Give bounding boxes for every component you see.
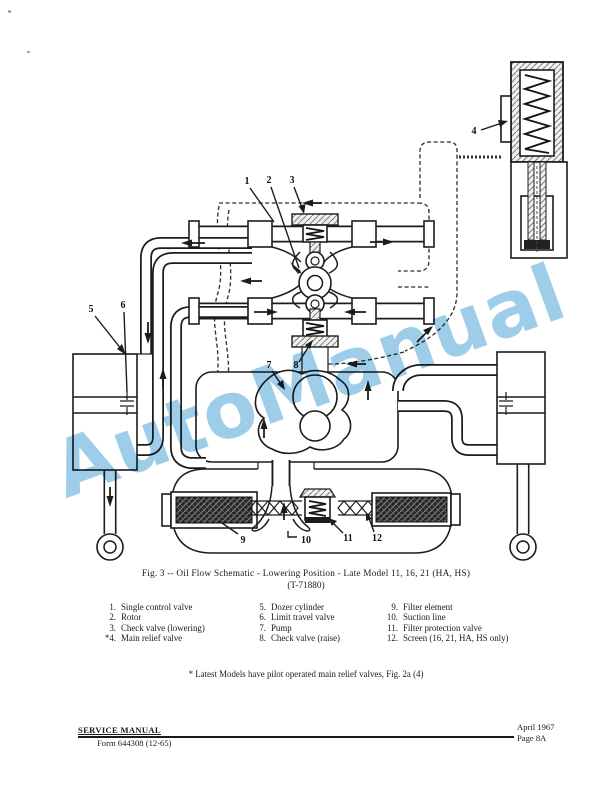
callout-8: 8 <box>294 360 299 371</box>
scan-speck <box>27 51 30 53</box>
callouts: 1 2 3 4 5 6 7 8 9 10 11 12 <box>89 120 508 546</box>
rod-eye <box>509 533 537 561</box>
legend-item: 12.Screen (16, 21, HA, HS only) <box>386 632 509 643</box>
legend-column-2: 5.Dozer cylinder 6.Limit travel valve 7.… <box>250 602 340 643</box>
pump <box>254 369 352 455</box>
legend-item: 2.Rotor <box>109 612 142 623</box>
callout-3: 3 <box>290 175 295 186</box>
callout-10: 10 <box>301 535 311 546</box>
legend-item: 6.Limit travel valve <box>259 612 335 623</box>
check-valve-raise <box>291 308 339 372</box>
callout-6: 6 <box>121 300 126 311</box>
legend-item: 10.Suction line <box>386 612 446 623</box>
footer-page-number: Page 8A <box>517 733 547 743</box>
legend-column-1: 1.Single control valve 2.Rotor 3.Check v… <box>86 602 205 643</box>
footer-rule <box>78 736 514 738</box>
legend-item: 11.Filter protection valve <box>387 622 482 633</box>
callout-4: 4 <box>472 126 477 137</box>
legend-item: 7.Pump <box>259 622 292 633</box>
legend-column-3: 9.Filter element 10.Suction line 11.Filt… <box>376 602 509 643</box>
filter-element <box>161 491 258 529</box>
single-control-valve <box>188 213 435 372</box>
legend-item: 5.Dozer cylinder <box>259 602 324 612</box>
callout-1: 1 <box>245 176 250 187</box>
figure-caption: Fig. 3 -- Oil Flow Schematic - Lowering … <box>141 569 471 579</box>
footer-date: April 1967 <box>517 722 555 732</box>
dozer-cylinder-right <box>496 351 546 561</box>
footer-form-number: Form 644308 (12-65) <box>97 738 172 748</box>
reservoir <box>171 462 453 554</box>
callout-11: 11 <box>343 533 352 544</box>
scan-speck <box>8 10 11 13</box>
main-relief-valve <box>500 61 568 259</box>
footnote: * Latest Models have pilot operated main… <box>188 669 424 679</box>
callout-9: 9 <box>241 535 246 546</box>
oil-flow-schematic: 1 2 3 4 5 6 7 8 9 10 11 12 <box>72 61 568 561</box>
suction-line <box>251 485 311 532</box>
figure-number: (T-71880) <box>287 581 325 591</box>
check-valve-lowering <box>291 213 339 255</box>
flow-arrows <box>106 199 433 520</box>
footer-service-manual: SERVICE MANUAL <box>78 725 161 735</box>
legend-item: 1.Single control valve <box>109 602 193 612</box>
callout-7: 7 <box>267 360 272 371</box>
filter-protection-valve <box>298 488 337 523</box>
callout-2: 2 <box>267 175 272 186</box>
rod-eye <box>96 533 124 561</box>
limit-travel-valve <box>120 392 134 415</box>
callout-12: 12 <box>372 533 382 544</box>
legend-item: 3.Check valve (lowering) <box>109 622 205 633</box>
legend-item: 8.Check valve (raise) <box>259 632 340 643</box>
dozer-cylinder-left <box>72 353 152 561</box>
callout-5: 5 <box>89 304 94 315</box>
legend-item: 9.Filter element <box>391 602 453 612</box>
screen <box>371 492 461 527</box>
legend-item: *4.Main relief valve <box>104 632 183 643</box>
